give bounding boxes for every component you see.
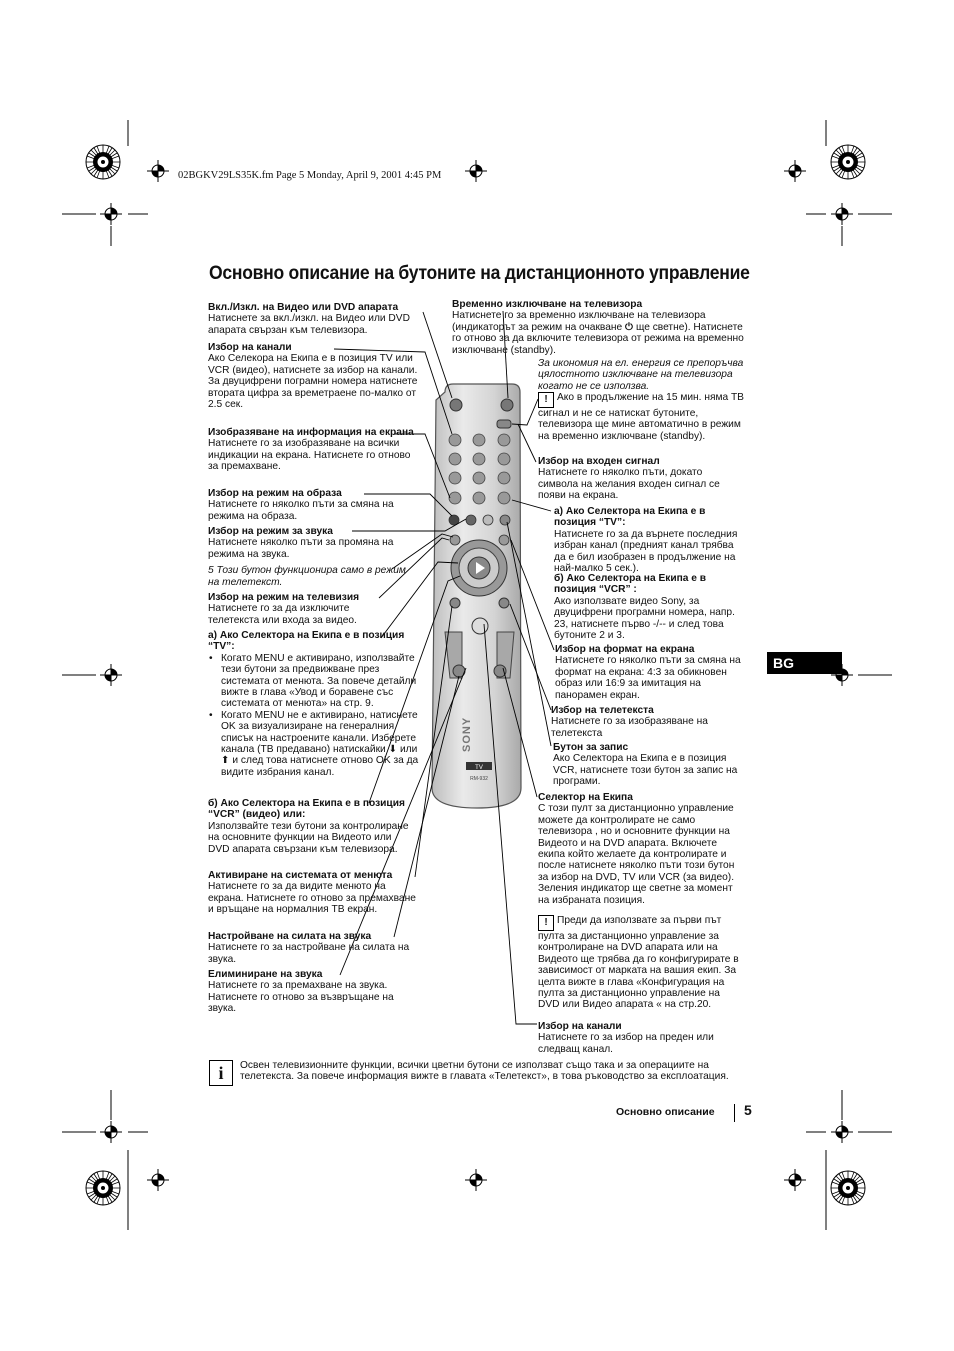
warning-icon: ! xyxy=(538,915,554,931)
footer-section: Основно описание xyxy=(616,1106,715,1118)
info-icon: i xyxy=(209,1060,233,1086)
arrow-up-icon: ⬆ xyxy=(221,755,230,767)
warning-icon: ! xyxy=(538,392,554,408)
arrow-down-icon: ⬇ xyxy=(388,744,398,756)
left-vcr-position-block: б) Ако Селектора на Екипа е в позиция “V… xyxy=(208,798,409,855)
power-icon: ⏻ xyxy=(625,321,634,333)
svg-text:RM-932: RM-932 xyxy=(470,776,488,782)
standby-block: Временно изключване на телевизора Натисн… xyxy=(452,299,744,356)
right-vcr-position-block: б) Ако Селектора на Екипа е в позиция “V… xyxy=(554,573,735,642)
equipment-warning: !Преди да използвате за първи път пулта … xyxy=(538,915,739,1011)
page-number: 5 xyxy=(744,1102,752,1118)
language-tab: BG xyxy=(767,652,842,674)
svg-text:TV: TV xyxy=(475,765,483,771)
standby-note: За икономия на ел. енергия се препоръчва… xyxy=(538,358,744,392)
footer-divider xyxy=(734,1104,735,1122)
left-tv-position-block: а) Ако Селектора на Екипа е в позиция “T… xyxy=(208,630,421,778)
file-header: 02BGKV29LS35K.fm Page 5 Monday, April 9,… xyxy=(178,170,442,181)
page-title: Основно описание на бутоните на дистанци… xyxy=(209,262,750,284)
remote-brand: SONY xyxy=(461,717,473,752)
standby-warning: !Ако в продължение на 15 мин. няма ТВ си… xyxy=(538,392,744,442)
bottom-note: Освен телевизионните функции, всички цве… xyxy=(240,1060,729,1083)
right-tv-position-block: а) Ако Селектора на Екипа е в позиция “T… xyxy=(554,506,738,575)
